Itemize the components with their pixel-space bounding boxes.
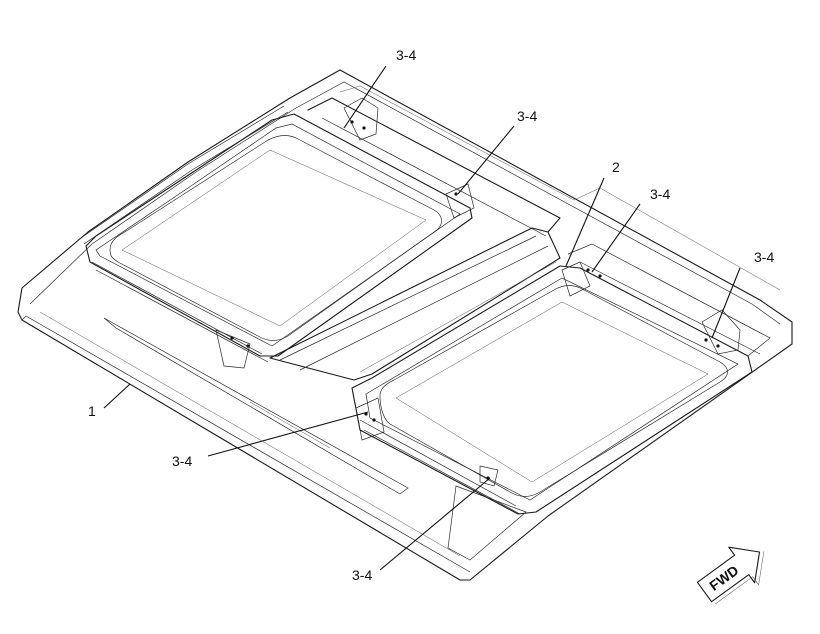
- callout-3-4-bottom: 3-4: [352, 567, 372, 583]
- center-beam: [269, 227, 561, 381]
- fastener-dots: [230, 120, 720, 480]
- fwd-arrow-icon: [696, 546, 761, 603]
- right-hatch-frame: [351, 265, 753, 515]
- leader-1: [103, 383, 131, 409]
- rear-rail: [307, 85, 781, 357]
- hinge-brackets: [215, 97, 741, 487]
- callout-2: 2: [612, 159, 620, 175]
- lower-trim: [103, 317, 409, 495]
- leader-3-4-c: [591, 203, 641, 273]
- leader-3-4-b: [457, 125, 515, 195]
- leader-3-4-d: [711, 267, 741, 339]
- callout-3-4-upper-mid: 3-4: [517, 108, 537, 124]
- leader-lines: [103, 65, 741, 571]
- leader-3-4-f: [379, 477, 491, 571]
- callout-labels: 3-4 3-4 2 3-4 3-4 1 3-4 3-4: [88, 47, 774, 583]
- left-hatch-frame: [77, 105, 473, 357]
- leader-3-4-a: [343, 65, 387, 129]
- leader-2: [565, 177, 605, 267]
- callout-3-4-left: 3-4: [172, 453, 192, 469]
- leader-3-4-e: [207, 411, 369, 457]
- roof-panel: [17, 69, 793, 581]
- callout-3-4-right: 3-4: [754, 249, 774, 265]
- callout-3-4-right-upper: 3-4: [650, 186, 670, 202]
- callout-1: 1: [88, 403, 96, 419]
- front-rail: [91, 261, 527, 561]
- fwd-direction-indicator: FWD: [696, 546, 765, 604]
- callout-3-4-top: 3-4: [396, 47, 416, 63]
